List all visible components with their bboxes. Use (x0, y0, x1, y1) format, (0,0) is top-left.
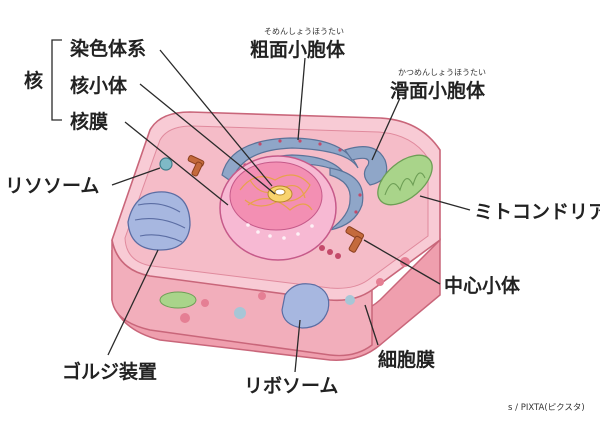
label-chromatin: 染色体系 (70, 37, 146, 60)
mitochondria (377, 154, 433, 206)
nucleolus-core (274, 188, 286, 196)
vesicle (180, 313, 190, 323)
nucleus (219, 155, 337, 261)
label-ribosome: リボソーム (244, 375, 338, 397)
ruby-rough-er: そめんしょうほうたい (264, 27, 344, 36)
centrosome (345, 226, 365, 253)
label-nucleolus: 核小体 (70, 74, 128, 97)
golgi-apparatus (127, 191, 191, 251)
label-rough-er: 粗面小胞体 (250, 38, 346, 61)
smooth-er (344, 146, 388, 186)
label-centrosome: 中心小体 (444, 274, 521, 297)
leader-lines (51, 39, 471, 373)
vesicle (258, 292, 266, 300)
lysosome (159, 157, 173, 171)
credit: s / PIXTA(ピクスタ) (508, 403, 585, 413)
vesicle (201, 299, 209, 307)
label-smooth-er: 滑面小胞体 (390, 79, 486, 102)
vesicle (376, 278, 384, 286)
vesicle (234, 307, 246, 319)
label-nucleus: 核 (24, 69, 43, 92)
label-golgi: ゴルジ装置 (62, 360, 157, 383)
centrosome-upper (187, 155, 205, 177)
label-mitochondria: ミトコンドリア (474, 201, 600, 223)
label-cell-membrane: 細胞膜 (378, 348, 435, 371)
label-lysosome: リソソーム (5, 175, 99, 197)
vesicle (345, 295, 355, 305)
small-mitochondrion (159, 291, 197, 309)
label-nuclear-membrane: 核膜 (70, 110, 108, 133)
ruby-smooth-er: かつめんしょうほうたい (398, 68, 486, 77)
vacuole (281, 283, 330, 329)
